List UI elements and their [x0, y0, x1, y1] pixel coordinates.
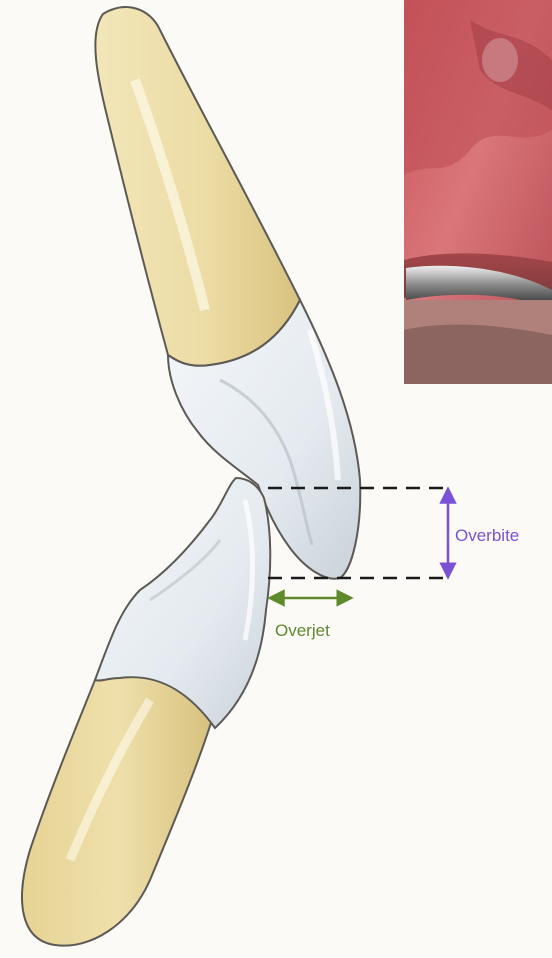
- overbite-label: Overbite: [455, 526, 519, 545]
- intraoral-photo: [404, 0, 552, 384]
- lower-incisor-root: [22, 668, 215, 946]
- upper-incisor-root: [95, 7, 300, 366]
- lower-incisor: [22, 478, 270, 946]
- overjet-label: Overjet: [275, 621, 330, 640]
